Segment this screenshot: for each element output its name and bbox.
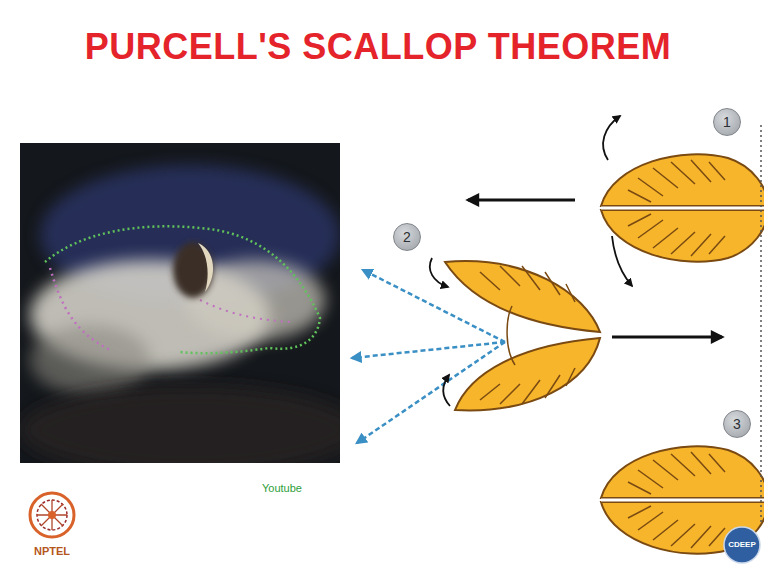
callout-circle: 2	[393, 223, 421, 251]
opening-arrow	[603, 116, 620, 160]
valve-ribs	[480, 368, 575, 404]
closed-scallop	[601, 154, 764, 262]
water-jet	[363, 270, 505, 342]
logo-spokes	[37, 500, 67, 530]
reference-line	[760, 125, 762, 522]
upper-valve	[445, 261, 600, 332]
tracking-dots	[200, 300, 290, 322]
callout-number: 1	[723, 115, 731, 129]
slide-title: PURCELL'S SCALLOP THEOREM	[0, 26, 756, 68]
logo-ring	[30, 493, 74, 537]
logo-hub	[48, 511, 56, 519]
motion-arrow	[468, 199, 575, 202]
logo-ring	[37, 500, 67, 530]
scallop-photo	[173, 242, 213, 298]
cdeep-badge	[724, 527, 760, 563]
callout-number: 3	[733, 417, 741, 431]
opening-arrow	[612, 236, 632, 286]
nptel-logo	[30, 493, 74, 537]
callout-circle: 1	[713, 108, 741, 136]
callout-circle: 3	[723, 410, 751, 438]
closing-arrow	[443, 375, 450, 406]
tracking-dots	[50, 268, 110, 350]
tracking-dots	[45, 226, 320, 353]
callout-number: 2	[403, 230, 411, 244]
scallop-photo	[198, 243, 213, 292]
mantle-line	[507, 306, 515, 365]
lower-valve	[455, 338, 600, 410]
photo	[20, 143, 340, 463]
motion-arrow	[612, 336, 722, 339]
logo-text: CDEEP	[728, 541, 756, 550]
sea-floor	[20, 385, 340, 463]
water-jet	[352, 342, 505, 358]
open-scallop	[445, 261, 600, 410]
source-credit: Youtube	[262, 482, 302, 494]
closing-arrow	[430, 258, 448, 287]
valve-ribs	[480, 266, 575, 302]
logo-text: NPTEL	[34, 545, 70, 557]
sand-cloud	[30, 325, 150, 395]
water-jet	[357, 342, 505, 443]
